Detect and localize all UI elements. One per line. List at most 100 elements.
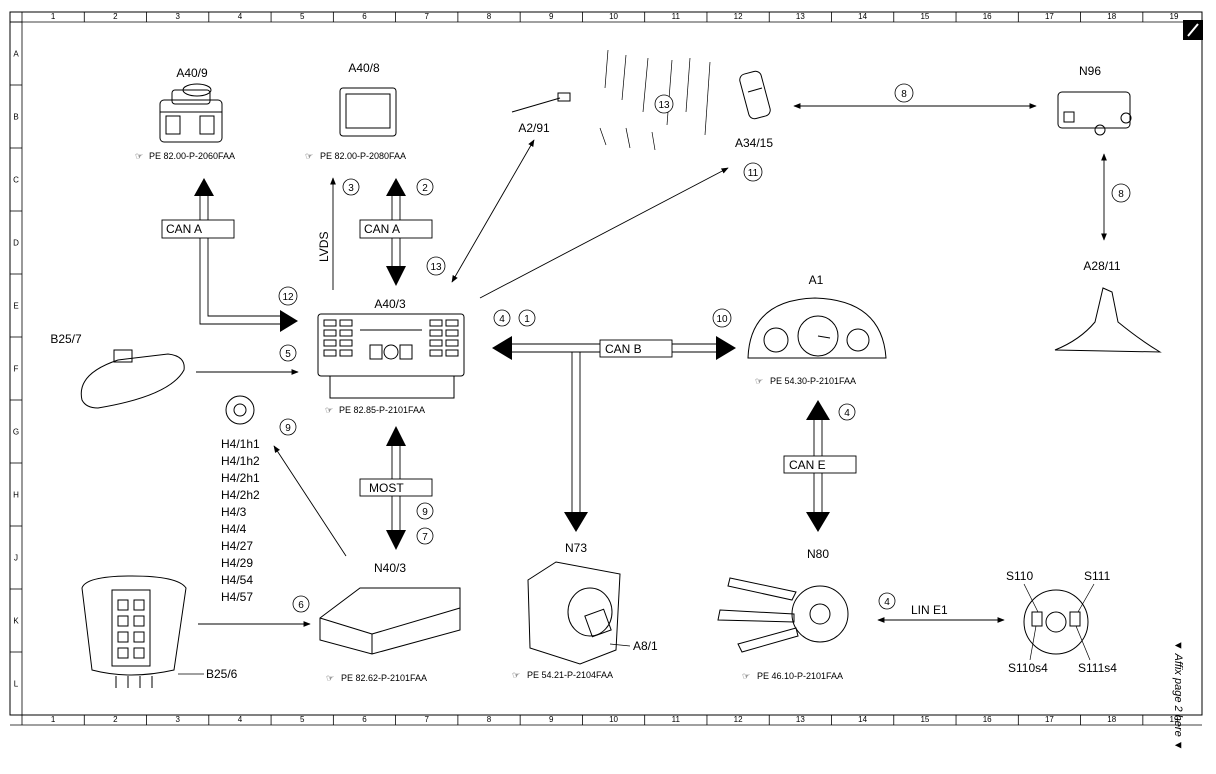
s111-label: S111	[1084, 569, 1111, 583]
a40-9-control-unit: A40/9 ☞ PE 82.00-P-2060FAA	[135, 66, 235, 161]
grid-column-label: 8	[487, 715, 492, 724]
grid-column-label: 4	[238, 12, 243, 21]
h4-item: H4/1h2	[221, 454, 260, 468]
b25-7-label: B25/7	[50, 332, 82, 346]
connection-marker: 8	[1111, 183, 1131, 203]
n96-label: N96	[1079, 64, 1101, 78]
svg-text:11: 11	[748, 168, 759, 179]
a40-3-drawing	[317, 313, 465, 399]
connection-marker: 11	[743, 162, 763, 182]
hand-pointer-icon: ☞	[135, 151, 143, 161]
grid-column-label: 4	[238, 715, 243, 724]
h4-speaker-drawing	[225, 395, 255, 425]
corner-pen-icon	[1183, 20, 1203, 40]
grid-column-label: 16	[983, 12, 992, 21]
svg-text:8: 8	[901, 89, 907, 100]
connection-marker: 4	[493, 309, 511, 327]
b25-7-mirror: B25/7	[50, 332, 185, 409]
svg-text:4: 4	[844, 408, 850, 419]
n73-reference-text: PE 54.21-P-2104FAA	[527, 670, 613, 680]
can-a-mid-label: CAN A	[364, 222, 400, 236]
grid-column-label: 12	[734, 715, 743, 724]
grid-column-label: 5	[300, 12, 305, 21]
grid-row-label: G	[13, 428, 19, 437]
can-e-label: CAN E	[789, 458, 826, 472]
a8-1-label: A8/1	[633, 639, 658, 653]
a2-91-label: A2/91	[518, 121, 550, 135]
can-a-left-label: CAN A	[166, 222, 202, 236]
grid-column-label: 10	[609, 12, 618, 21]
n96-drawing	[1057, 91, 1132, 136]
connection-marker: 10	[712, 308, 732, 328]
grid-column-label: 14	[858, 12, 867, 21]
grid-row-label: L	[14, 680, 19, 689]
b25-6-drawing	[81, 575, 187, 688]
grid-column-label: 8	[487, 12, 492, 21]
can-b-label: CAN B	[605, 342, 642, 356]
a40-3-label: A40/3	[374, 297, 406, 311]
grid-column-label: 2	[113, 715, 118, 724]
grid-column-label: 17	[1045, 12, 1054, 21]
connection-marker: 5	[279, 344, 297, 362]
grid-row-label: E	[13, 302, 18, 311]
steering-wheel-buttons: S110 S111 S110s4 S111s4	[1006, 569, 1117, 675]
grid-row-label: K	[13, 617, 19, 626]
h4-item: H4/4	[221, 522, 247, 536]
grid-column-label: 9	[549, 715, 554, 724]
svg-text:9: 9	[422, 507, 428, 518]
grid-column-label: 9	[549, 12, 554, 21]
n73-label: N73	[565, 541, 587, 555]
a28-11-antenna: A28/11	[1054, 259, 1162, 353]
window-glass	[599, 49, 711, 151]
grid-column-label: 15	[920, 715, 929, 724]
connection-marker: 8	[894, 83, 914, 103]
grid-column-label: 1	[51, 715, 56, 724]
frame: 1122334455667788991010111112121313141415…	[9, 11, 1203, 726]
svg-text:5: 5	[285, 349, 291, 360]
grid-row-label: C	[13, 176, 19, 185]
grid-column-label: 17	[1045, 715, 1054, 724]
connection-marker: 4	[838, 403, 856, 421]
svg-text:12: 12	[282, 292, 294, 303]
n80-drawing	[717, 577, 849, 653]
affix-page-note-text: ▼ Affix page 2 here ▼	[1172, 640, 1184, 751]
n40-3-label: N40/3	[374, 561, 406, 575]
h4-item: H4/29	[221, 556, 253, 570]
grid-column-label: 14	[858, 715, 867, 724]
connection-marker: 6	[292, 595, 310, 613]
connection-marker: 12	[278, 286, 298, 306]
n40-3-amplifier: N40/3 ☞ PE 82.62-P-2101FAA	[319, 561, 461, 683]
grid-row-label: H	[13, 491, 19, 500]
h4-item: H4/1h1	[221, 437, 260, 451]
h4-item: H4/2h2	[221, 488, 260, 502]
grid-column-label: 11	[672, 12, 681, 21]
s110s4-label: S110s4	[1008, 661, 1048, 675]
connection-lines	[194, 103, 1107, 627]
connection-markers: 3 2 13 8 8 11 13 12 5 4 1 10 4 9 9 7 6 4	[278, 83, 1131, 613]
n73-ignition-switch: N73 A8/1 ☞ PE 54.21-P-2104FAA	[512, 541, 658, 680]
h4-item: H4/27	[221, 539, 253, 553]
grid-column-label: 3	[175, 715, 180, 724]
connection-marker: 1	[518, 309, 536, 327]
svg-text:10: 10	[716, 314, 728, 325]
n73-reference: ☞ PE 54.21-P-2104FAA	[512, 670, 613, 680]
grid-column-label: 13	[796, 715, 805, 724]
a1-reference-text: PE 54.30-P-2101FAA	[770, 376, 856, 386]
most-label: MOST	[369, 481, 404, 495]
b25-6-control-panel: B25/6	[81, 575, 238, 688]
grid-column-label: 19	[1170, 12, 1179, 21]
lvds-label: LVDS	[317, 232, 331, 262]
a40-8-reference: ☞ PE 82.00-P-2080FAA	[305, 151, 406, 161]
svg-text:6: 6	[298, 600, 304, 611]
grid-column-label: 6	[362, 12, 367, 21]
a40-8-label: A40/8	[348, 61, 380, 75]
b25-6-label: B25/6	[206, 667, 238, 681]
a40-3-reference-text: PE 82.85-P-2101FAA	[339, 405, 425, 415]
hand-pointer-icon: ☞	[305, 151, 313, 161]
grid-column-label: 2	[113, 12, 118, 21]
hand-pointer-icon: ☞	[755, 376, 763, 386]
h4-item: H4/3	[221, 505, 247, 519]
a1-drawing	[747, 297, 887, 359]
a40-8-reference-text: PE 82.00-P-2080FAA	[320, 151, 406, 161]
hand-pointer-icon: ☞	[512, 670, 520, 680]
